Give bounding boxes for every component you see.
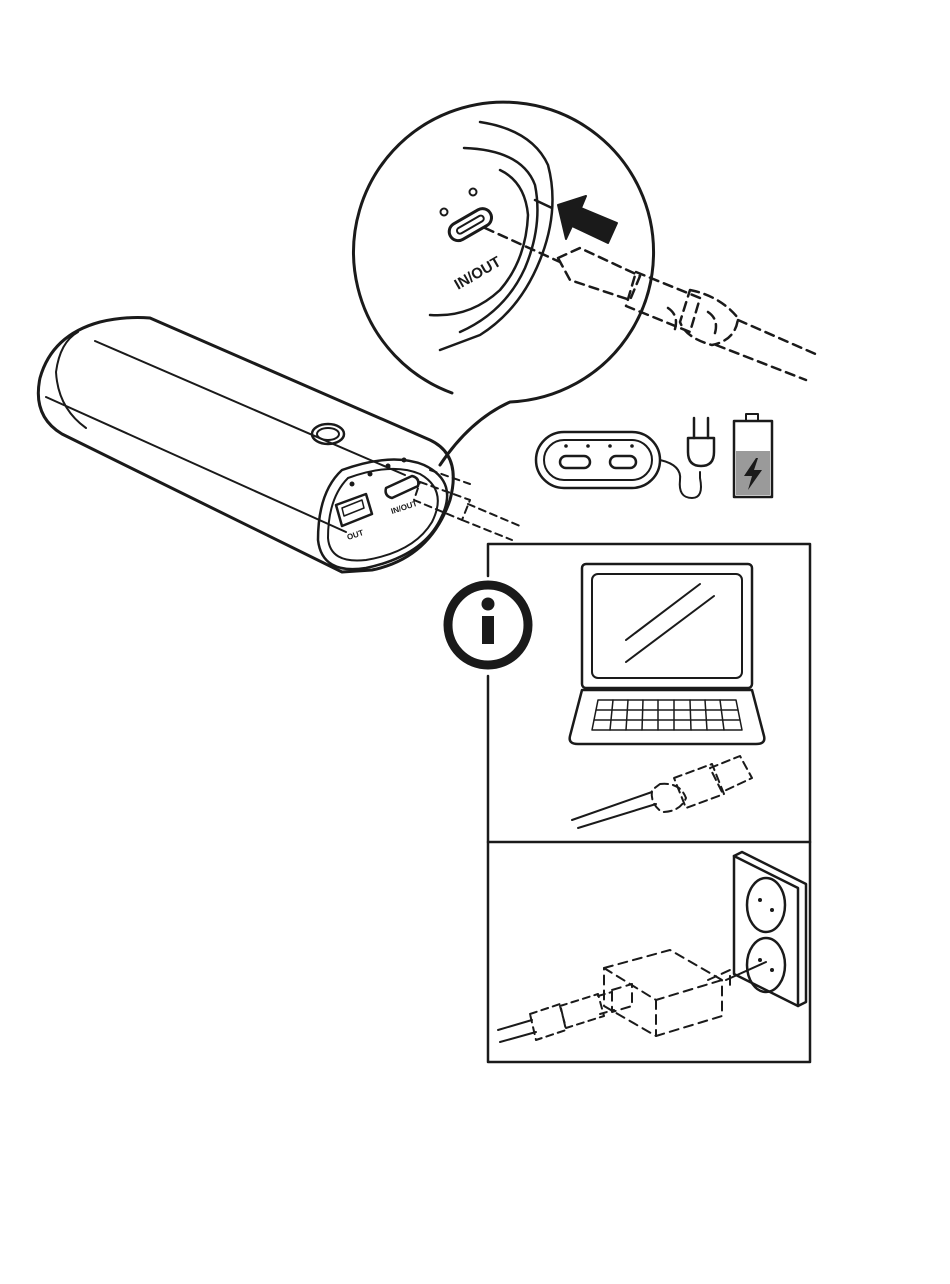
wall-adapter (604, 950, 730, 1036)
plug-icon (688, 418, 714, 466)
usb-a-cable-wire (572, 792, 656, 828)
power-bank: OUT IN/OUT (38, 318, 520, 573)
adapter-cable-wire (498, 1020, 536, 1042)
power-bank-body (38, 318, 453, 573)
laptop-icon (570, 564, 765, 744)
callout-bubble-outline (354, 102, 654, 465)
power-bank-end-cap (318, 460, 447, 570)
usb-c-in-out-port: IN/OUT (386, 476, 419, 516)
adapter-cable (530, 992, 614, 1040)
arrow-icon (558, 196, 617, 243)
wall-socket (734, 852, 806, 1006)
charging-symbol-row (536, 414, 772, 498)
in-out-port-label: IN/OUT (390, 499, 419, 516)
laptop-keyboard (592, 700, 742, 730)
battery-charging-icon (734, 414, 772, 497)
mini-power-bank (536, 432, 660, 488)
usb-a-cable (652, 756, 752, 812)
power-button (312, 424, 344, 444)
zoom-device-end: IN/OUT (430, 122, 553, 350)
out-port-label: OUT (346, 528, 365, 542)
zoom-usb-c-port (446, 205, 495, 244)
zoom-callout: IN/OUT (354, 102, 820, 465)
usb-a-out-port: OUT (336, 494, 372, 542)
info-panel (448, 544, 810, 1062)
zoom-port-label: IN/OUT (452, 253, 505, 293)
info-icon (448, 585, 528, 665)
